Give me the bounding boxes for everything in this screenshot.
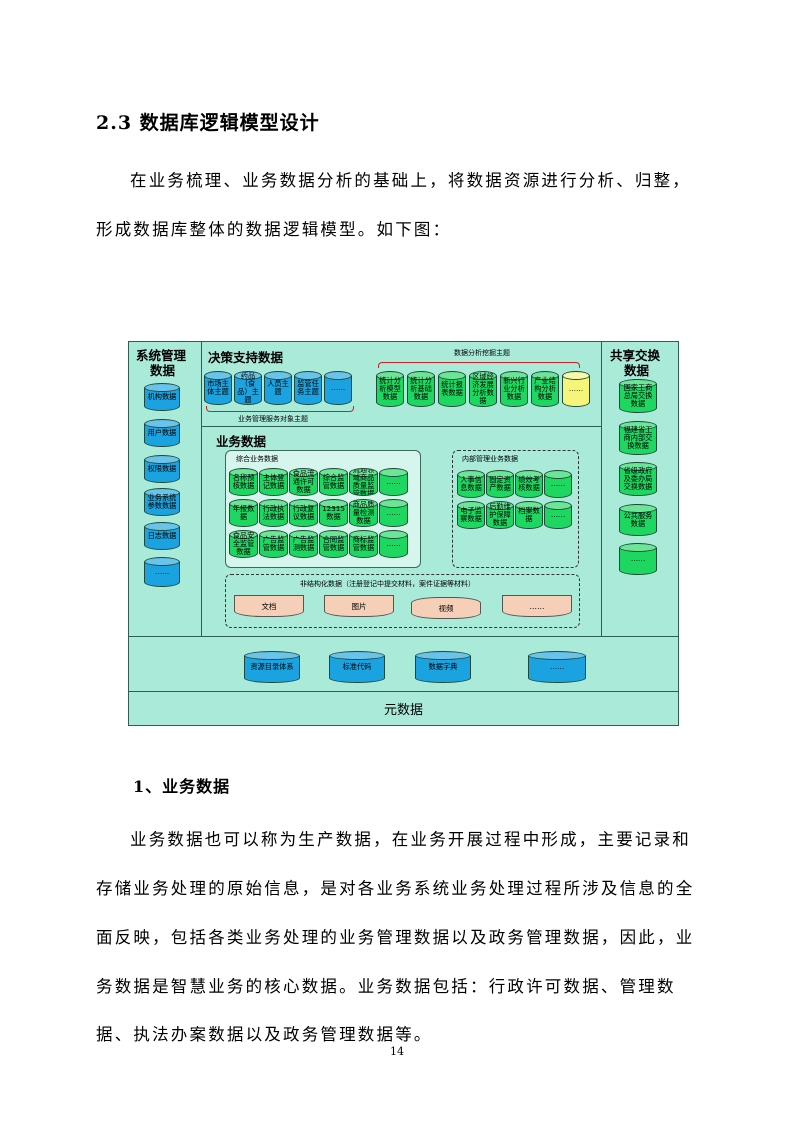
data-cylinder: 档案数据 [515,501,543,529]
document-shape: 视频 [411,597,481,619]
share-title: 数据 [624,363,650,378]
data-cylinder: 电子监察数据 [457,501,485,529]
paragraph-line: 业务数据也可以称为生产数据，在业务开展过程中形成，主要记录和 [130,830,691,849]
data-cylinder: 监管任务主题 [294,371,322,405]
data-cylinder: …… [528,651,586,683]
data-cylinder: …… [619,543,657,575]
paragraph-line: 务数据是智慧业务的核心数据。业务数据包括：行政许可数据、管理数 [96,977,676,996]
data-cylinder: 人员主题 [264,371,292,405]
metadata-bar: 元数据 [128,691,679,726]
data-cylinder: 人事信息数据 [457,470,485,498]
internal-management-box [452,450,579,568]
system-title: 数据 [150,363,176,378]
unstructured-label: 非结构化数据（注册登记中提交材料，案件证据等材料） [300,580,475,588]
data-cylinder: 后勤维护保障数据 [486,501,514,529]
data-cylinder: 产业结构分析数据 [531,371,559,407]
data-cylinder: …… [324,371,352,405]
data-cylinder: 日志数据 [144,522,180,550]
section-heading: 2.3 数据库逻辑模型设计 [96,112,320,134]
data-cylinder: 主体登记数据 [259,468,288,496]
infrastructure-region [128,636,679,692]
data-cylinder: 绩效考核数据 [515,470,543,498]
decision-left-label: 业务管理服务对象主题 [238,415,308,423]
data-cylinder: 省级政府及委办局交换数据 [619,462,657,496]
bracket [206,406,354,412]
data-cylinder: 行政执法数据 [259,499,288,527]
data-cylinder: 公共服务数据 [619,504,657,536]
data-cylinder: 标准代码 [329,651,385,683]
data-cylinder: 统计分析基础数据 [407,371,435,407]
subsection-title: 1、业务数据 [133,777,231,796]
data-cylinder: 国家工商总局交换数据 [619,379,657,413]
data-cylinder: 食品安全监管数据 [229,530,258,558]
data-cylinder: 权限数据 [144,455,180,483]
paragraph-line: 据、执法办案数据以及政务管理数据等。 [96,1025,433,1044]
data-cylinder: 市场主体主题 [204,371,232,405]
data-cylinder: 区域经济发展分析数据 [469,371,497,407]
data-cylinder: 商标监管数据 [349,530,378,558]
paragraph-line: 在业务梳理、业务数据分析的基础上，将数据资源进行分析、归整， [130,171,691,190]
data-cylinder: …… [544,501,572,529]
paragraph-line: 形成数据库整体的数据逻辑模型。如下图： [96,220,452,239]
data-cylinder: 名称预核数据 [229,468,258,496]
data-cylinder: …… [379,499,408,527]
paragraph-line: 存储业务处理的原始信息，是对各业务系统业务处理过程所涉及信息的全 [96,879,695,898]
data-cylinder: …… [144,557,180,587]
data-cylinder: 统计报表数据 [438,371,466,407]
paragraph-line: 面反映，包括各类业务处理的业务管理数据以及政务管理数据，因此，业 [96,928,695,947]
data-cylinder: …… [379,468,408,496]
data-cylinder: …… [562,371,590,407]
data-cylinder: 资源目录体系 [244,651,300,683]
data-cylinder: 广告监测数据 [289,530,318,558]
data-cylinder: 数据字典 [415,651,471,683]
document-shape: 文档 [234,595,304,617]
data-cylinder: 行政复议数据 [289,499,318,527]
data-cylinder: 福建省工商内部交换数据 [619,421,657,455]
data-cylinder: 药品（食品）主题 [234,371,262,405]
business-title: 业务数据 [216,434,267,449]
data-cylinder: 固定资产数据 [486,470,514,498]
metadata-label: 元数据 [383,703,423,718]
data-cylinder: 广告监管数据 [259,530,288,558]
data-cylinder: …… [544,470,572,498]
system-title: 系统管理 [136,348,187,363]
data-cylinder: 新兴行业分析数据 [500,371,528,407]
data-cylinder: 合同监管数据 [319,530,348,558]
data-cylinder: 统计分析模型数据 [376,371,404,407]
data-cylinder: 流通领域商品质量监管数据 [349,468,378,496]
bracket [378,362,580,368]
page-number: 14 [390,1045,404,1058]
data-cylinder: …… [379,530,408,558]
document-shape: 图片 [324,595,394,617]
data-cylinder: 年报数据 [229,499,258,527]
data-cylinder: 12315数据 [319,499,348,527]
data-cylinder: 食品流通许可数据 [289,468,318,496]
data-cylinder: 综合监管数据 [319,468,348,496]
share-title: 共享交换 [610,348,661,363]
document-shape: …… [502,595,572,617]
data-cylinder: 用户数据 [144,419,180,447]
composite-label: 综合业务数据 [236,455,278,463]
data-cylinder: 机构数据 [144,383,180,411]
decision-title: 决策支持数据 [208,350,284,365]
data-cylinder: 业务系统参数数据 [144,488,180,516]
unstructured-data-box [225,574,580,628]
data-cylinder: 商品质量检测数据 [349,499,378,527]
decision-right-label: 数据分析挖掘主题 [454,349,510,357]
logical-model-diagram: 系统管理 数据 机构数据 用户数据 权限数据 业务系统参数数据 日志数据 …… … [128,341,679,726]
internal-label: 内部管理业务数据 [462,455,518,463]
